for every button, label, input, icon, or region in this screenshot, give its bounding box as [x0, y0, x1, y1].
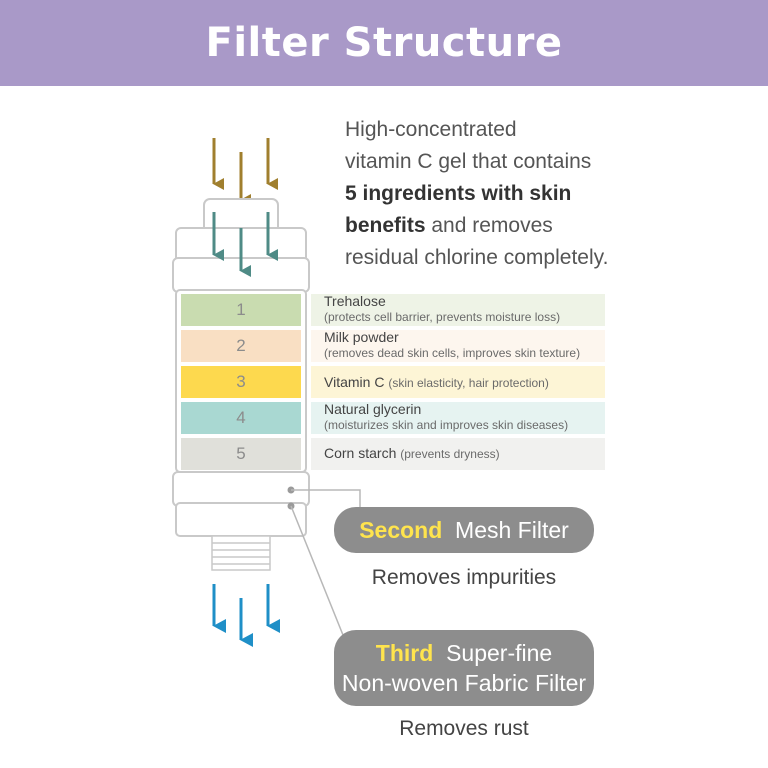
ingredient-note: (prevents dryness) [400, 447, 500, 461]
ingredient-note: (moisturizes skin and improves skin dise… [324, 418, 569, 432]
third-filter-label: Super-fine [446, 640, 553, 666]
layer-1-block [181, 294, 301, 326]
third-filter-caption: Removes rust [399, 717, 529, 740]
third-filter-pill: Third Super-fine Non-woven Fabric Filter [334, 630, 594, 706]
description-line-1: High-concentrated [345, 118, 517, 141]
ingredient-corn-starch: Corn starch (prevents dryness) [311, 438, 605, 470]
description: High-concentrated vitamin C gel that con… [345, 114, 745, 274]
ingredient-vitamin-c: Vitamin C (skin elasticity, hair protect… [311, 366, 605, 398]
description-line-5: residual chlorine completely. [345, 246, 609, 269]
ingredient-name: Vitamin C [324, 374, 385, 390]
outflow-arrows [212, 584, 280, 647]
filter-layers [181, 294, 301, 470]
layer-number: 2 [236, 336, 246, 355]
description-line-4-bold: benefits [345, 214, 426, 237]
ingredient-note: (removes dead skin cells, improves skin … [324, 346, 581, 360]
layer-number: 3 [236, 372, 246, 391]
ingredient-note: (protects cell barrier, prevents moistur… [324, 310, 561, 324]
layer-5-block [181, 438, 301, 470]
second-filter-label: Mesh Filter [455, 517, 569, 543]
ingredient-row: Vitamin C (skin elasticity, hair protect… [324, 374, 549, 390]
ingredient-name: Natural glycerin [324, 401, 422, 417]
layer-number: 1 [236, 300, 246, 319]
layer-2-block [181, 330, 301, 362]
second-filter-pill: Second Mesh Filter [334, 507, 594, 553]
layer-number: 4 [236, 408, 246, 427]
third-filter-highlight: Third [375, 640, 434, 666]
inflow-arrows [212, 138, 278, 206]
description-line-3: 5 ingredients with skin [345, 182, 572, 205]
ingredient-backgrounds [311, 294, 605, 470]
description-line-4-rest: and removes [425, 214, 553, 237]
layer-3-block [181, 366, 301, 398]
ingredient-note: (skin elasticity, hair protection) [388, 376, 549, 390]
third-filter-label-2: Non-woven Fabric Filter [341, 670, 587, 696]
inner-arrows [212, 212, 278, 277]
ingredient-row: Corn starch (prevents dryness) [324, 445, 500, 461]
second-filter-highlight: Second [359, 517, 443, 543]
ingredient-name: Milk powder [324, 329, 399, 345]
threaded-outlet [211, 535, 271, 571]
title-banner [0, 0, 768, 86]
layer-4-block [181, 402, 301, 434]
ingredient-natural-glycerin: Natural glycerin (moisturizes skin and i… [311, 401, 605, 434]
layer-number: 5 [236, 444, 246, 463]
connector-lines [287, 486, 361, 641]
ingredient-trehalose: Trehalose (protects cell barrier, preven… [311, 293, 605, 326]
ingredient-name: Trehalose [324, 293, 386, 309]
second-filter-caption: Removes impurities [371, 566, 557, 589]
ingredient-name: Corn starch [324, 445, 397, 461]
page-title: Filter Structure [205, 20, 563, 66]
description-line-2: vitamin C gel that contains [345, 150, 592, 173]
ingredient-milk-powder: Milk powder (removes dead skin cells, im… [311, 329, 605, 362]
